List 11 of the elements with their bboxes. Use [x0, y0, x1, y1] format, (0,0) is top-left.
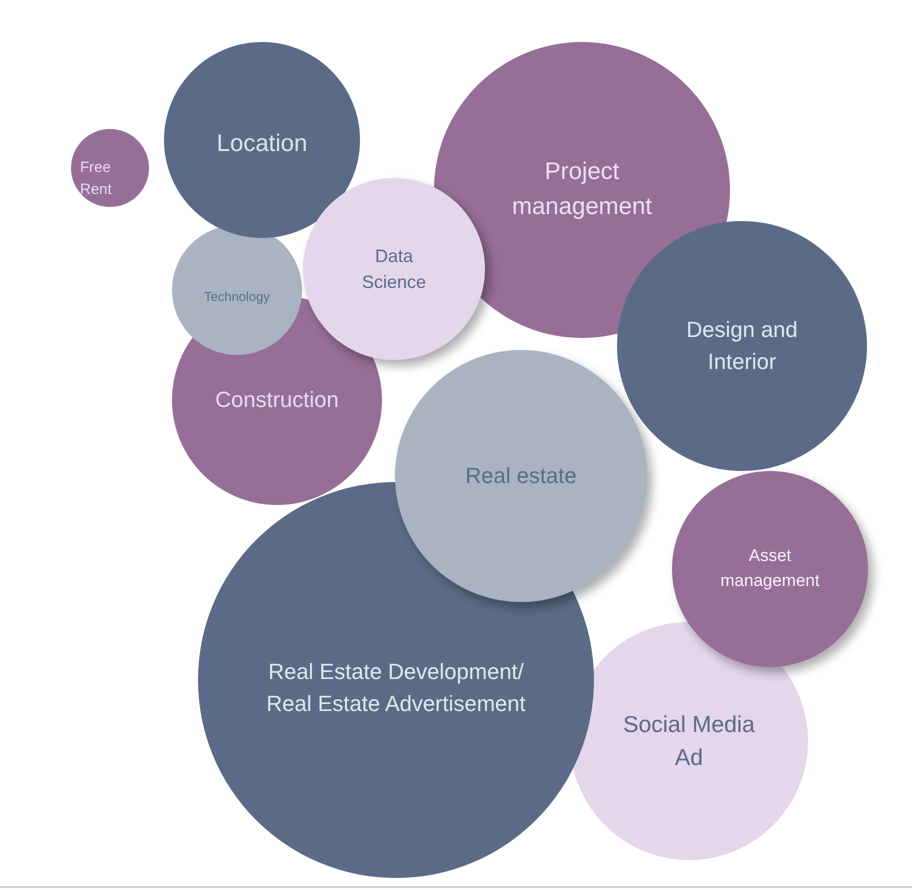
- topic-label: Project management: [510, 157, 654, 222]
- topic-label: Real estate: [464, 462, 578, 490]
- topic-label: Real Estate Development/ Real Estate Advertisement: [265, 658, 527, 718]
- topic-label: Social Media Ad: [622, 710, 756, 772]
- topic-label: Technology: [203, 288, 271, 306]
- topic-label: Asset management: [719, 545, 821, 592]
- topic-label: Construction: [214, 386, 340, 414]
- topic-label: Free Rent: [80, 158, 113, 200]
- topic-label: Location: [216, 128, 308, 159]
- topic-label: Data Science: [360, 244, 428, 294]
- topic-label: Design and Interior: [685, 316, 799, 376]
